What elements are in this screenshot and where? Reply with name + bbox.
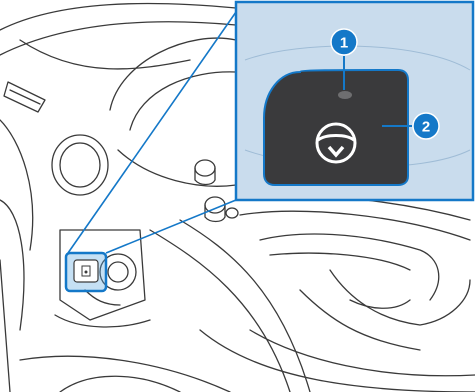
inset-panel: 1 2 xyxy=(236,2,473,200)
button-location-highlight xyxy=(66,253,106,291)
callout-1-label: 1 xyxy=(340,35,348,52)
callout-2-label: 2 xyxy=(422,119,430,136)
enlarged-button xyxy=(264,70,408,185)
callout-connector-lines xyxy=(68,12,236,253)
indicator-lamp xyxy=(338,91,352,99)
